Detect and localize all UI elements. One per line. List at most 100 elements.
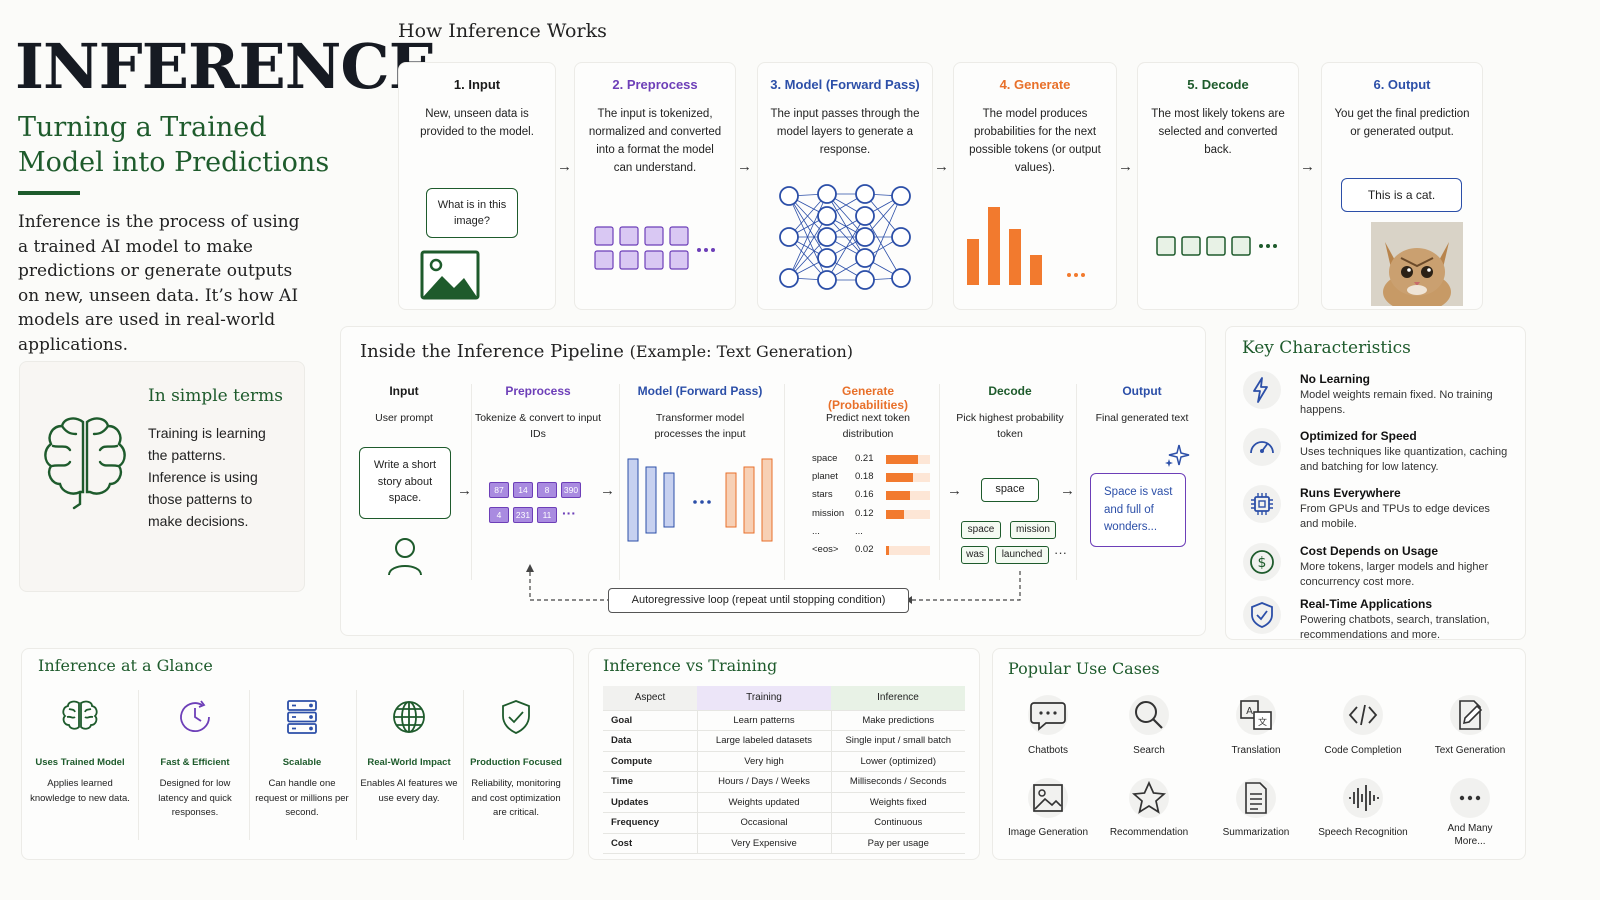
hero-subtitle-line1: Turning a Trained <box>18 112 267 143</box>
neural-network-icon[interactable] <box>777 182 917 292</box>
glance-item-title: Production Focused <box>470 757 562 768</box>
prob-bar-track <box>904 509 930 519</box>
pipeline-stage-title: Output <box>1122 384 1162 398</box>
glance-divider <box>355 690 357 840</box>
prob-value: 0.16 <box>855 489 874 501</box>
how-step-title: 1. Input <box>453 77 501 92</box>
prob-value: 0.02 <box>855 544 874 555</box>
gauge-icon <box>1243 428 1281 466</box>
pipe-arrow-2: → <box>600 482 615 499</box>
code-icon[interactable] <box>1343 695 1383 735</box>
token-id: 87 <box>489 482 509 498</box>
prob-token: ... <box>812 525 820 537</box>
table-cell: Continuous <box>831 812 965 834</box>
table-cell: Very high <box>696 751 832 772</box>
how-step-arrow: → <box>934 158 949 175</box>
shield-check-icon <box>496 697 536 737</box>
pipeline-stage-desc: Predict next token distribution <box>825 412 911 440</box>
star-icon[interactable] <box>1129 778 1169 818</box>
sparkle-icon <box>1165 444 1190 467</box>
usecases-card <box>992 648 1526 860</box>
how-step-desc: The most likely tokens are selected and … <box>1151 108 1285 156</box>
how-step-title: 2. Preprocess <box>612 77 698 92</box>
prob-token: mission <box>812 507 845 519</box>
pipeline-title: Inside the Inference Pipeline (Example: … <box>360 341 853 362</box>
pipeline-stage-title: Generate (Probabilities) <box>827 384 908 412</box>
output-generated-text: Space is vast and full of wonders... <box>1104 486 1173 533</box>
how-step-title: 6. Output <box>1373 77 1431 92</box>
table-cell: Pay per usage <box>831 833 965 854</box>
globe-icon <box>389 697 429 737</box>
characteristic-desc: From GPUs and TPUs to edge devices and m… <box>1300 503 1490 530</box>
glance-item-title: Real-World Impact <box>367 757 451 768</box>
glance-item-title: Fast & Efficient <box>160 757 230 768</box>
prob-bar <box>886 455 918 464</box>
user-icon <box>388 538 422 576</box>
hero-intro: Inference is the process of using a trai… <box>18 212 300 355</box>
table-cell: Hours / Days / Weeks <box>696 771 832 793</box>
simple-terms-text: Training is learning the patterns. Infer… <box>148 425 266 529</box>
how-step-desc: New, unseen data is provided to the mode… <box>420 108 534 138</box>
document-icon[interactable] <box>1236 778 1276 818</box>
svg-text:$: $ <box>1258 555 1267 571</box>
svg-text:A: A <box>1246 706 1253 717</box>
input-speech-bubble: What is in this image? <box>426 188 518 238</box>
waveform-icon[interactable] <box>1343 778 1383 818</box>
pipeline-title-suffix: (Example: Text Generation) <box>629 342 853 361</box>
use-case-label: Summarization <box>1222 827 1290 838</box>
token-id: 390 <box>561 482 581 498</box>
prob-bar <box>886 473 914 483</box>
pipeline-divider <box>939 384 940 580</box>
table-header-cell: Training <box>697 686 831 711</box>
candidate-ellipsis: ··· <box>1054 545 1067 560</box>
chat-icon[interactable] <box>1028 695 1068 735</box>
probability-bars-icon <box>967 207 1085 285</box>
table-cell: Learn patterns <box>696 710 832 731</box>
token-ellipsis: ··· <box>562 505 576 521</box>
pipeline-divider <box>784 384 785 580</box>
glance-divider <box>462 690 464 840</box>
how-title: How Inference Works <box>398 20 607 42</box>
pencil-doc-icon[interactable] <box>1450 695 1490 735</box>
use-case-label: And Many More... <box>1447 823 1493 847</box>
prob-token: space <box>812 453 838 464</box>
glance-item-desc: Can handle one request or millions per s… <box>255 778 349 818</box>
pipeline-stage-title: Decode <box>988 384 1032 398</box>
loop-label: Autoregressive loop (repeat until stoppi… <box>608 588 909 613</box>
prob-bar-track <box>918 455 930 464</box>
how-step-desc: You get the final prediction or generate… <box>1334 108 1470 138</box>
input-bubble-text: What is in this image? <box>437 199 507 227</box>
pipeline-stage-title: Model (Forward Pass) <box>637 384 763 398</box>
glance-title: Inference at a Glance <box>38 656 213 675</box>
use-case-label: Chatbots <box>1027 745 1069 756</box>
how-step-arrow: → <box>1118 158 1133 175</box>
how-step-desc: The model produces probabilities for the… <box>969 108 1101 174</box>
how-step-title: 3. Model (Forward Pass) <box>770 77 920 92</box>
how-step-title: 4. Generate <box>999 77 1071 92</box>
table-cell: Compute <box>603 751 697 772</box>
pipeline-stage-title: Input <box>389 384 419 398</box>
table-cell: Lower (optimized) <box>831 751 965 772</box>
characteristic-desc: Uses techniques like quantization, cachi… <box>1300 446 1508 473</box>
table-header-cell: Aspect <box>603 686 697 711</box>
token-id: 8 <box>537 482 557 498</box>
how-step-arrow: → <box>557 158 572 175</box>
brain-icon <box>44 417 126 510</box>
characteristic-desc: Powering chatbots, search, translation, … <box>1300 614 1490 641</box>
prob-value: 0.18 <box>855 471 874 483</box>
prob-row: <eos>0.02 <box>812 544 932 558</box>
table-cell: Updates <box>603 792 697 813</box>
how-step-desc: The input passes through the model layer… <box>770 108 920 156</box>
more-icon[interactable] <box>1450 778 1490 818</box>
characteristic-title: No Learning <box>1300 372 1371 386</box>
characteristic-title: Real-Time Applications <box>1300 597 1433 611</box>
search-icon[interactable] <box>1129 695 1169 735</box>
picture-icon[interactable] <box>1028 778 1068 818</box>
